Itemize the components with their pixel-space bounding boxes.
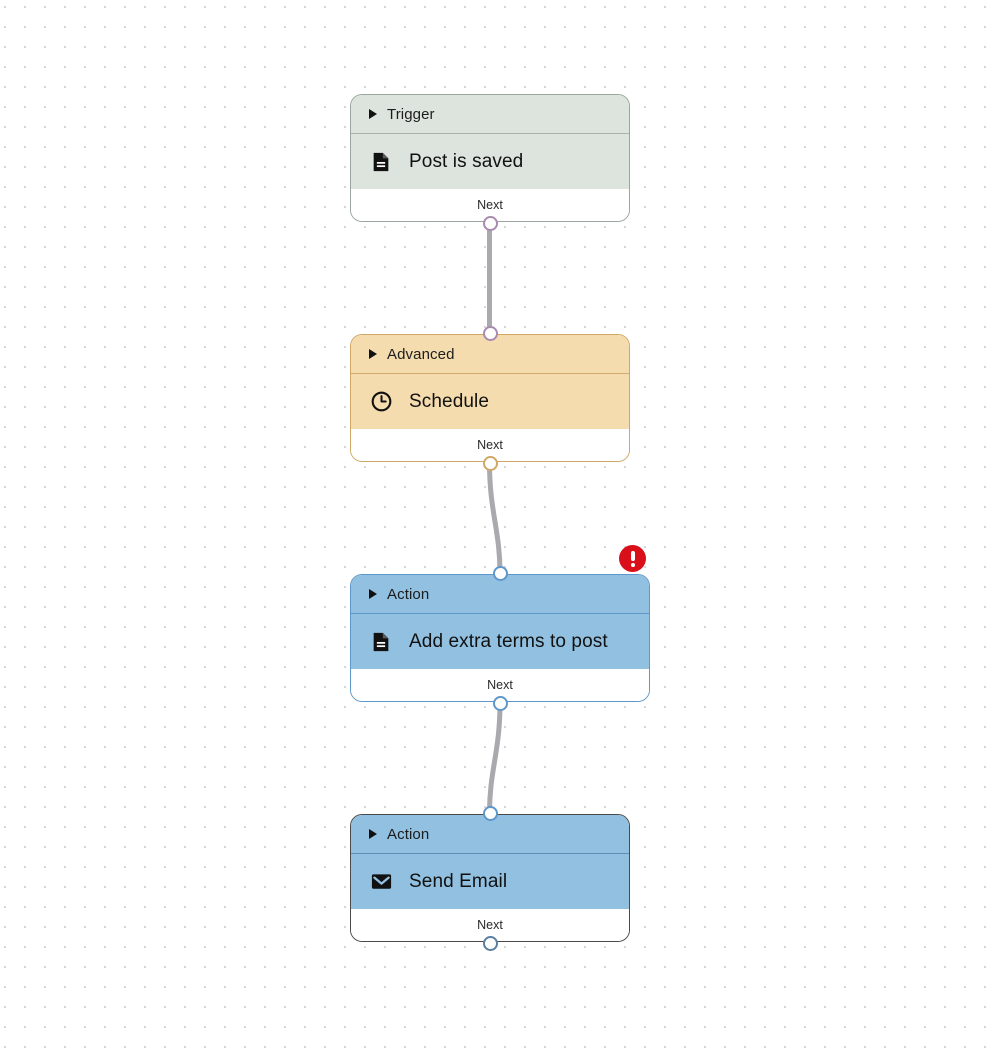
node-advanced-title: Schedule: [409, 390, 490, 412]
node-trigger[interactable]: Trigger Post is saved Next: [350, 94, 630, 231]
node-trigger-next-label: Next: [477, 198, 503, 212]
node-action-terms[interactable]: Action Add extra terms to post Next: [350, 566, 650, 711]
node-advanced-inner: Advanced Schedule Next: [351, 335, 629, 461]
node-action-email-category: Action: [387, 825, 430, 843]
node-trigger-inner: Trigger Post is saved Next: [351, 95, 629, 221]
node-advanced-category: Advanced: [387, 345, 455, 363]
exclamation-dot: [630, 562, 635, 567]
node-action-email-footer[interactable]: Next: [351, 909, 629, 941]
clock-icon: [369, 390, 393, 414]
collapse-caret-icon[interactable]: [369, 349, 377, 359]
node-trigger-output-port[interactable]: [483, 216, 498, 231]
node-action-email-inner: Action Send Email Next: [351, 815, 629, 941]
node-action-email-header[interactable]: Action: [351, 815, 629, 854]
node-advanced-header[interactable]: Advanced: [351, 335, 629, 374]
node-action-email-next-label: Next: [477, 918, 503, 932]
node-advanced-input-port[interactable]: [483, 326, 498, 341]
node-trigger-title: Post is saved: [409, 150, 524, 172]
node-trigger-category: Trigger: [387, 105, 435, 123]
node-action-email-title: Send Email: [409, 870, 508, 892]
node-action-terms-output-port[interactable]: [493, 696, 508, 711]
node-action-email-body[interactable]: Send Email: [351, 854, 629, 909]
node-action-email-output-port[interactable]: [483, 936, 498, 951]
node-action-terms-title: Add extra terms to post: [409, 630, 608, 652]
node-action-email-input-port[interactable]: [483, 806, 498, 821]
edge-action-to-email: [487, 700, 503, 816]
collapse-caret-icon[interactable]: [369, 829, 377, 839]
node-advanced-output-port[interactable]: [483, 456, 498, 471]
document-icon: [369, 630, 393, 654]
exclamation-icon: [630, 551, 635, 561]
node-action-terms-next-label: Next: [487, 678, 513, 692]
node-advanced-footer[interactable]: Next: [351, 429, 629, 461]
node-action-terms-footer[interactable]: Next: [351, 669, 649, 701]
envelope-icon: [369, 870, 393, 894]
node-advanced-next-label: Next: [477, 438, 503, 452]
node-action-terms-category: Action: [387, 585, 430, 603]
node-action-terms-body[interactable]: Add extra terms to post: [351, 614, 649, 669]
node-advanced-body[interactable]: Schedule: [351, 374, 629, 429]
node-action-terms-inner: Action Add extra terms to post Next: [351, 575, 649, 701]
node-action-email[interactable]: Action Send Email Next: [350, 806, 630, 951]
collapse-caret-icon[interactable]: [369, 589, 377, 599]
edge-advanced-to-action: [487, 460, 503, 576]
node-action-terms-input-port[interactable]: [493, 566, 508, 581]
node-advanced[interactable]: Advanced Schedule Next: [350, 326, 630, 471]
node-action-terms-header[interactable]: Action: [351, 575, 649, 614]
node-trigger-body[interactable]: Post is saved: [351, 134, 629, 189]
collapse-caret-icon[interactable]: [369, 109, 377, 119]
document-icon: [369, 150, 393, 174]
node-trigger-header[interactable]: Trigger: [351, 95, 629, 134]
node-trigger-footer[interactable]: Next: [351, 189, 629, 221]
node-error-badge[interactable]: [619, 545, 646, 572]
